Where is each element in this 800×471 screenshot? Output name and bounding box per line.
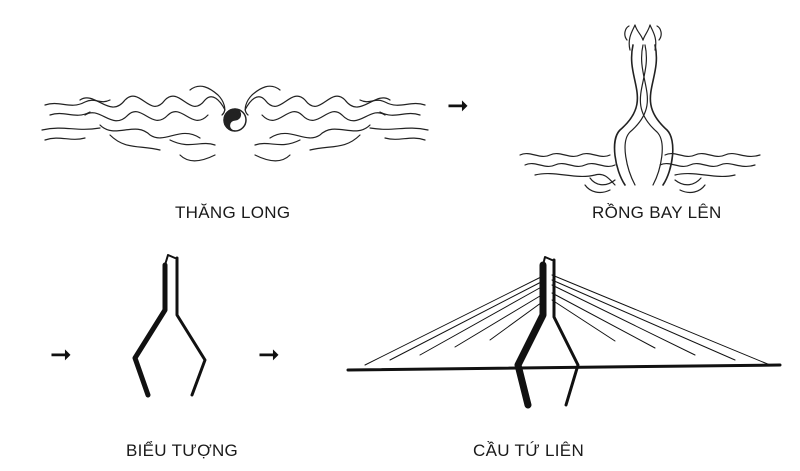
thang-long-dragons-illustration	[41, 85, 429, 162]
rong-bay-len-illustration	[519, 24, 761, 194]
arrow-right-icon: ➞	[258, 339, 280, 369]
dragon-icon	[584, 24, 706, 194]
bridge-pylon-left	[514, 261, 547, 409]
left-dragon-icon	[41, 85, 226, 162]
caption-thang-long: THĂNG LONG	[175, 203, 291, 222]
caption-bieu-tuong: BIỂU TƯỢNG	[126, 441, 239, 460]
caption-rong-bay-len: RỒNG BAY LÊN	[592, 203, 722, 222]
bridge-deck	[346, 363, 782, 372]
caption-cau-tu-lien: CẦU TỨ LIÊN	[473, 441, 585, 460]
yin-yang-icon	[223, 108, 247, 132]
cau-tu-lien-bridge	[346, 256, 782, 409]
arrow-right-icon: ➞	[447, 90, 469, 120]
right-dragon-icon	[244, 85, 429, 162]
bridge-pylon-right	[552, 258, 580, 407]
bieu-tuong-symbol	[132, 254, 207, 398]
arrow-right-icon: ➞	[50, 339, 72, 369]
bridge-cables	[364, 274, 771, 366]
